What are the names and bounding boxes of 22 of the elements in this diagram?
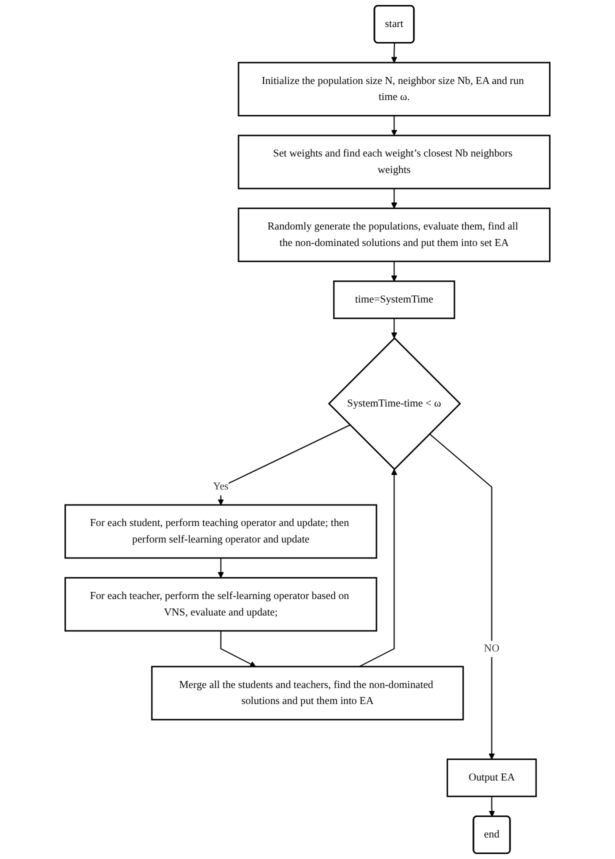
node-box <box>151 666 464 720</box>
edge-label: NO <box>484 642 500 654</box>
node-box <box>64 577 378 632</box>
node-diamond <box>328 337 462 470</box>
arrow <box>218 424 350 506</box>
arrow <box>220 630 256 667</box>
arrow <box>429 433 495 760</box>
node-box <box>446 758 537 798</box>
arrow <box>488 796 495 817</box>
node-box <box>64 504 378 559</box>
arrow <box>391 43 398 63</box>
edge-label: Yes <box>213 481 229 493</box>
arrow <box>359 468 398 668</box>
arrow <box>218 558 224 578</box>
node-box <box>333 280 456 320</box>
arrow <box>391 261 398 282</box>
node-box <box>238 134 550 190</box>
node-box <box>238 62 550 116</box>
arrow <box>391 318 398 338</box>
arrow <box>391 116 398 136</box>
arrow <box>391 188 398 209</box>
node-box <box>238 208 550 262</box>
